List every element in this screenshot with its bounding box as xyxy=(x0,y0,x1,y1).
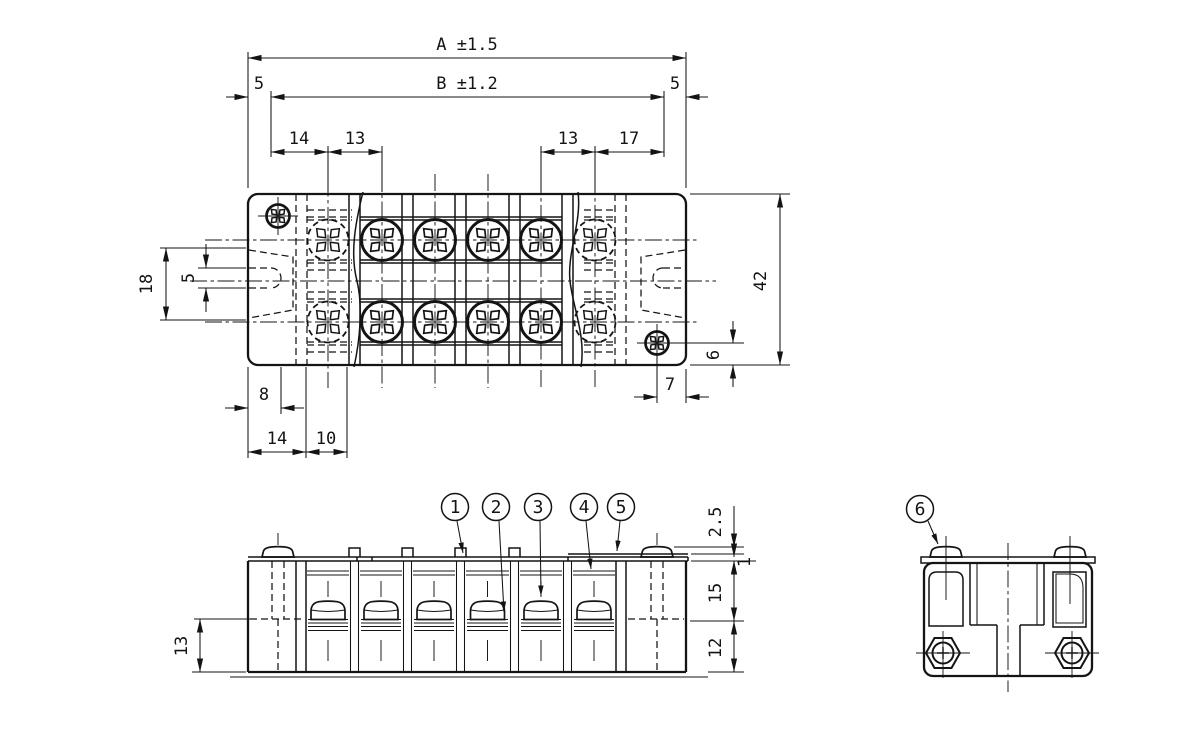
balloon-4-leader xyxy=(585,520,593,570)
top-view-body-outline xyxy=(246,192,688,367)
balloon-6-label: 6 xyxy=(915,499,926,520)
balloon-4-label: 4 xyxy=(579,497,590,518)
dim-first-pitch: 14 xyxy=(289,129,309,149)
terminal-screws-front xyxy=(310,600,612,621)
dim-end-margin-left: 5 xyxy=(254,74,264,94)
break-line-right xyxy=(568,191,583,368)
side-window-right-inner xyxy=(1055,573,1084,624)
clamp-plates xyxy=(308,618,614,632)
top-view-dimensions: A ±1.5 B ±1.2 5 5 14 13 13 17 18 5 42 6 xyxy=(137,35,790,458)
mount-screw-front-left xyxy=(261,545,295,558)
side-view xyxy=(915,536,1100,692)
break-line-left xyxy=(352,191,364,368)
balloon-4 xyxy=(569,492,599,522)
balloon-2 xyxy=(481,492,511,522)
mount-screw-centerline-bottomright xyxy=(637,324,744,403)
terminal-rails xyxy=(360,216,562,346)
balloon-2-label: 2 xyxy=(491,497,502,518)
dim-overall-width: A ±1.5 xyxy=(436,35,497,55)
front-view-dimensions: 13 2.5 1 15 12 xyxy=(172,506,756,673)
mount-screw-centerline-topleft xyxy=(258,197,298,235)
side-screw-centerlines xyxy=(945,536,1071,604)
balloon-5-label: 5 xyxy=(616,497,627,518)
mount-slot-left xyxy=(198,249,294,319)
top-view xyxy=(190,150,744,403)
balloon-1-leader xyxy=(456,520,464,554)
top-plate xyxy=(248,556,689,562)
dim-pitch-left: 13 xyxy=(345,129,365,149)
dim-plate-thickness: 1 xyxy=(735,557,755,567)
dim-base-left-b: 10 xyxy=(316,429,336,449)
balloon-3 xyxy=(523,492,553,522)
front-body-outline xyxy=(246,561,688,674)
dim-last-pitch: 17 xyxy=(619,129,639,149)
bay-rails xyxy=(307,570,615,576)
dim-mount-span: B ±1.2 xyxy=(436,74,497,94)
balloon-6-leader xyxy=(927,520,939,545)
balloon-1 xyxy=(440,492,470,522)
side-window-right-outer xyxy=(1052,571,1087,628)
side-center-channel xyxy=(969,563,1045,676)
mounting-screws-plan xyxy=(265,203,670,356)
bay-dividers xyxy=(349,561,573,672)
dim-mount-screw-right: 7 xyxy=(665,375,675,395)
bay-centerlines xyxy=(327,581,595,661)
dim-lower-height: 12 xyxy=(706,638,726,658)
balloon-2-leader xyxy=(498,520,507,613)
mount-screw-front-centerlines xyxy=(277,533,658,545)
balloon-5 xyxy=(606,492,636,522)
dim-base-left-a: 14 xyxy=(267,429,287,449)
dim-slot-width: 5 xyxy=(179,273,199,283)
balloon-1-label: 1 xyxy=(450,497,461,518)
front-view xyxy=(230,533,708,678)
balloon-6 xyxy=(905,494,935,524)
dim-end-margin-right: 5 xyxy=(670,74,680,94)
hidden-mount-holes xyxy=(250,561,684,671)
side-window-left xyxy=(928,571,964,627)
dim-slot-span: 18 xyxy=(137,274,157,294)
balloon-3-label: 3 xyxy=(533,497,544,518)
dim-mount-screw-bottom: 6 xyxy=(704,350,724,360)
mount-slot-right xyxy=(640,249,686,319)
dim-screw-protrusion: 2.5 xyxy=(706,507,726,538)
dim-pitch-right: 13 xyxy=(558,129,578,149)
dim-upper-height: 15 xyxy=(706,583,726,603)
partition-tabs xyxy=(348,547,521,557)
balloon-5-leader xyxy=(615,520,621,552)
partition-walls xyxy=(348,194,574,365)
dim-body-height: 42 xyxy=(751,271,771,291)
balloon-callouts: 1 2 3 4 5 6 xyxy=(440,492,939,613)
mount-screw-front-right xyxy=(640,545,674,558)
dim-hidden-step: 13 xyxy=(172,636,192,656)
balloon-3-leader xyxy=(538,520,544,597)
end-block-edges xyxy=(295,561,627,672)
side-channel-inner xyxy=(976,563,1038,625)
dim-mount-hole-left: 8 xyxy=(259,385,269,405)
